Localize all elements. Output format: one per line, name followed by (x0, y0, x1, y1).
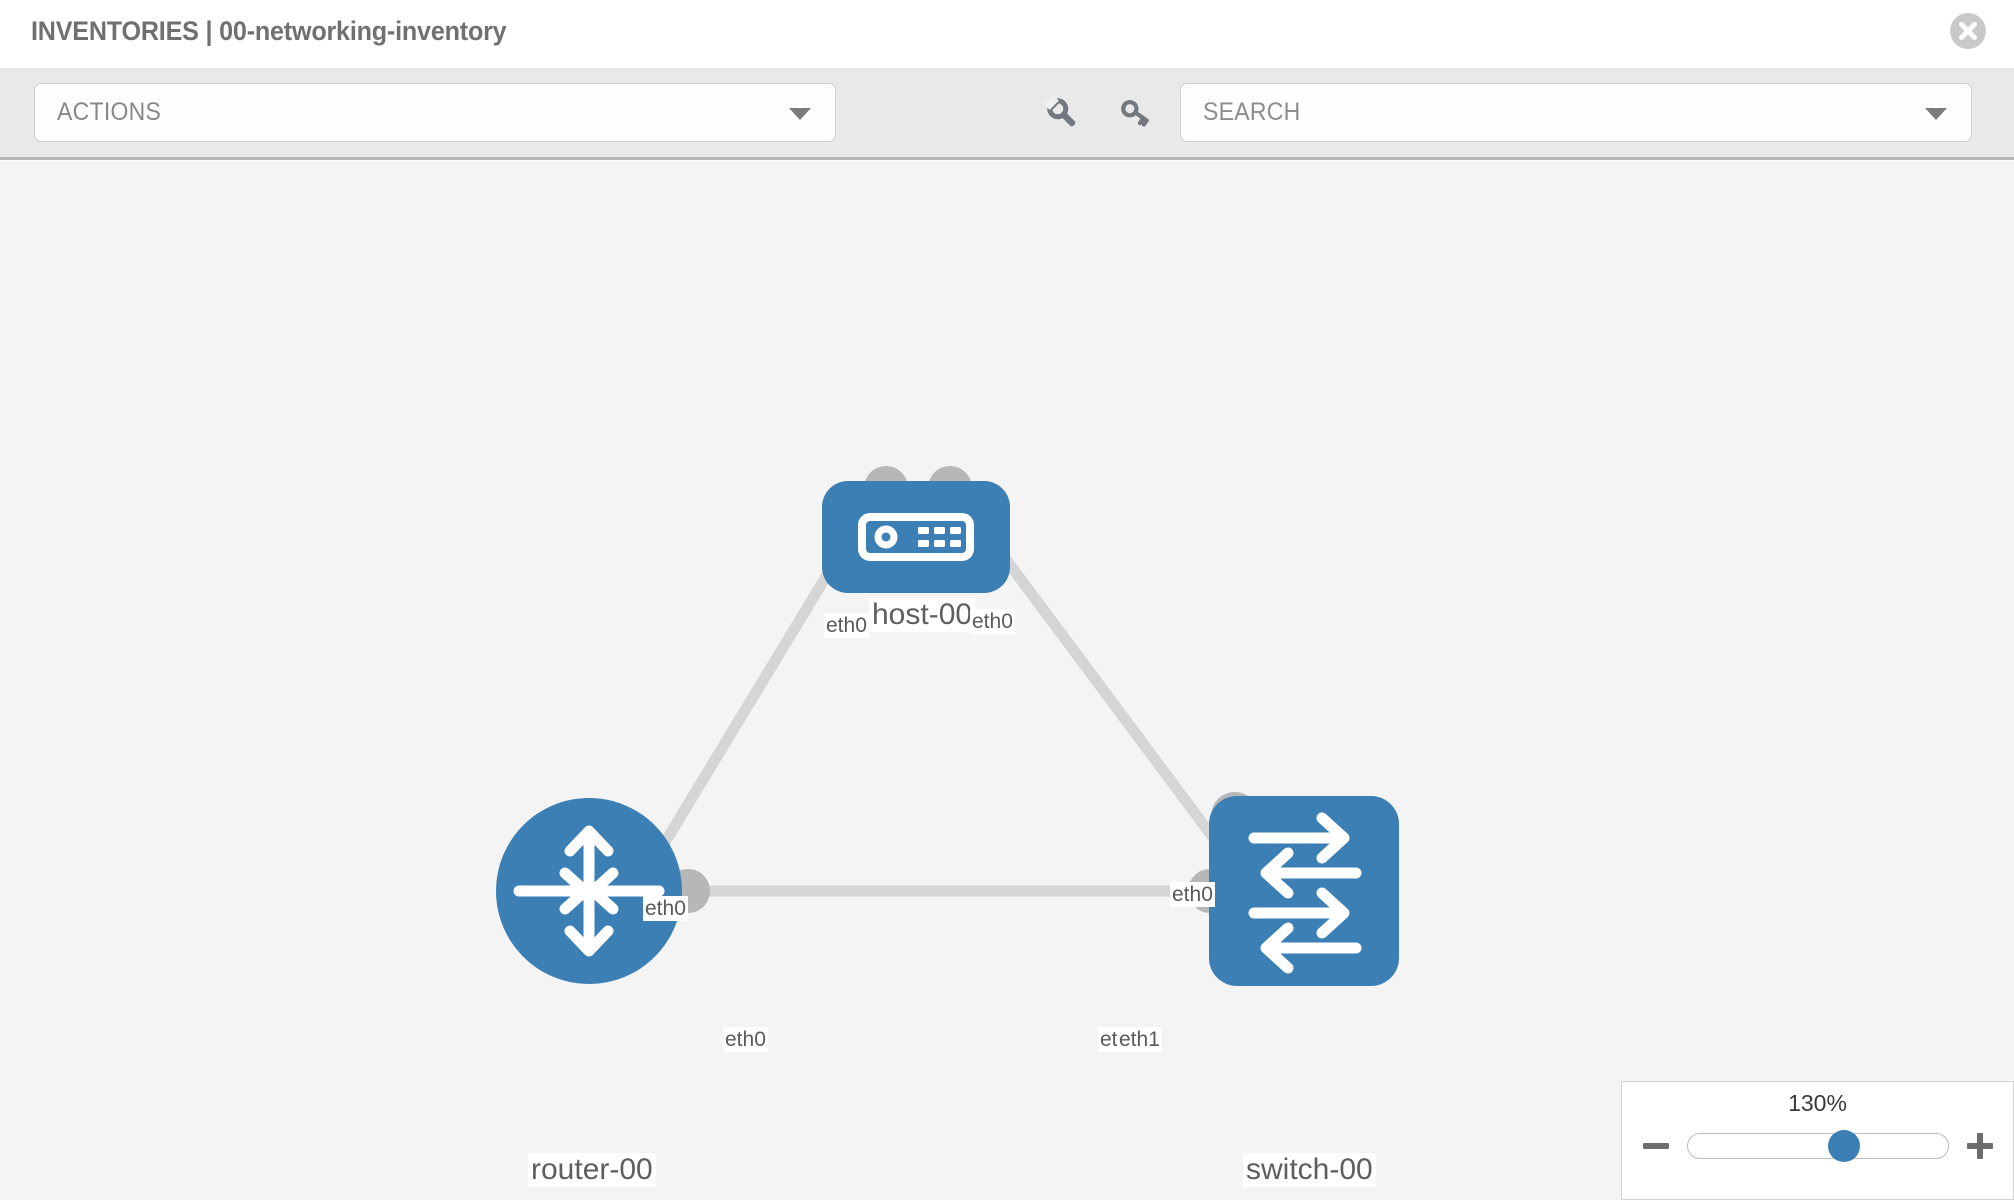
topology-graph (496, 466, 1399, 986)
chevron-down-icon (1925, 107, 1947, 120)
node-host-00 (822, 481, 1010, 593)
page-header: INVENTORIES | 00-networking-inventory (0, 0, 2014, 68)
wrench-icon[interactable] (1040, 91, 1084, 135)
iface-label-switch00-uplink: eth0 (1170, 882, 1215, 907)
key-icon[interactable] (1114, 91, 1158, 135)
node-router-00 (496, 798, 682, 984)
zoom-slider-track[interactable] (1686, 1130, 1949, 1162)
node-label-router-00: router-00 (528, 1153, 656, 1187)
node-label-host-00: host-00 (869, 598, 976, 632)
toolbar: ACTIONS (0, 68, 2014, 160)
zoom-slider-thumb[interactable] (1827, 1130, 1860, 1162)
page-title: INVENTORIES | 00-networking-inventory (31, 16, 507, 46)
toolbar-icon-group (1040, 83, 1158, 142)
actions-dropdown-label: ACTIONS (57, 98, 162, 126)
node-host-00-shape (822, 481, 1010, 593)
actions-dropdown[interactable]: ACTIONS (34, 83, 836, 142)
zoom-control-panel: 130% (1621, 1081, 2014, 1200)
router-arrows-icon (513, 825, 665, 957)
zoom-in-button[interactable] (1965, 1131, 1995, 1161)
search-input[interactable]: SEARCH (1180, 83, 1972, 142)
iface-label-router00-right: eth0 (723, 1027, 768, 1052)
topology-canvas[interactable]: host-00 router-00 switch-00 eth0 eth0 et… (0, 161, 2014, 1200)
iface-label-router00-uplink: eth0 (643, 896, 688, 921)
zoom-percent-label: 130% (1788, 1090, 1847, 1116)
node-switch-00-shape (1209, 796, 1399, 986)
chevron-down-icon (789, 107, 811, 120)
iface-label-host00-right: eth0 (970, 609, 1015, 634)
iface-label-host00-left: eth0 (824, 613, 869, 638)
search-placeholder: SEARCH (1203, 98, 1301, 126)
zoom-slider-row (1622, 1126, 2013, 1166)
node-label-switch-00: switch-00 (1243, 1153, 1376, 1187)
switch-arrows-icon (1248, 812, 1362, 974)
node-switch-00 (1209, 796, 1399, 986)
iface-label-switch00-left-eth1: eth1 (1117, 1027, 1162, 1052)
zoom-out-button[interactable] (1641, 1131, 1671, 1161)
server-icon (858, 513, 974, 561)
close-icon[interactable] (1950, 13, 1986, 49)
